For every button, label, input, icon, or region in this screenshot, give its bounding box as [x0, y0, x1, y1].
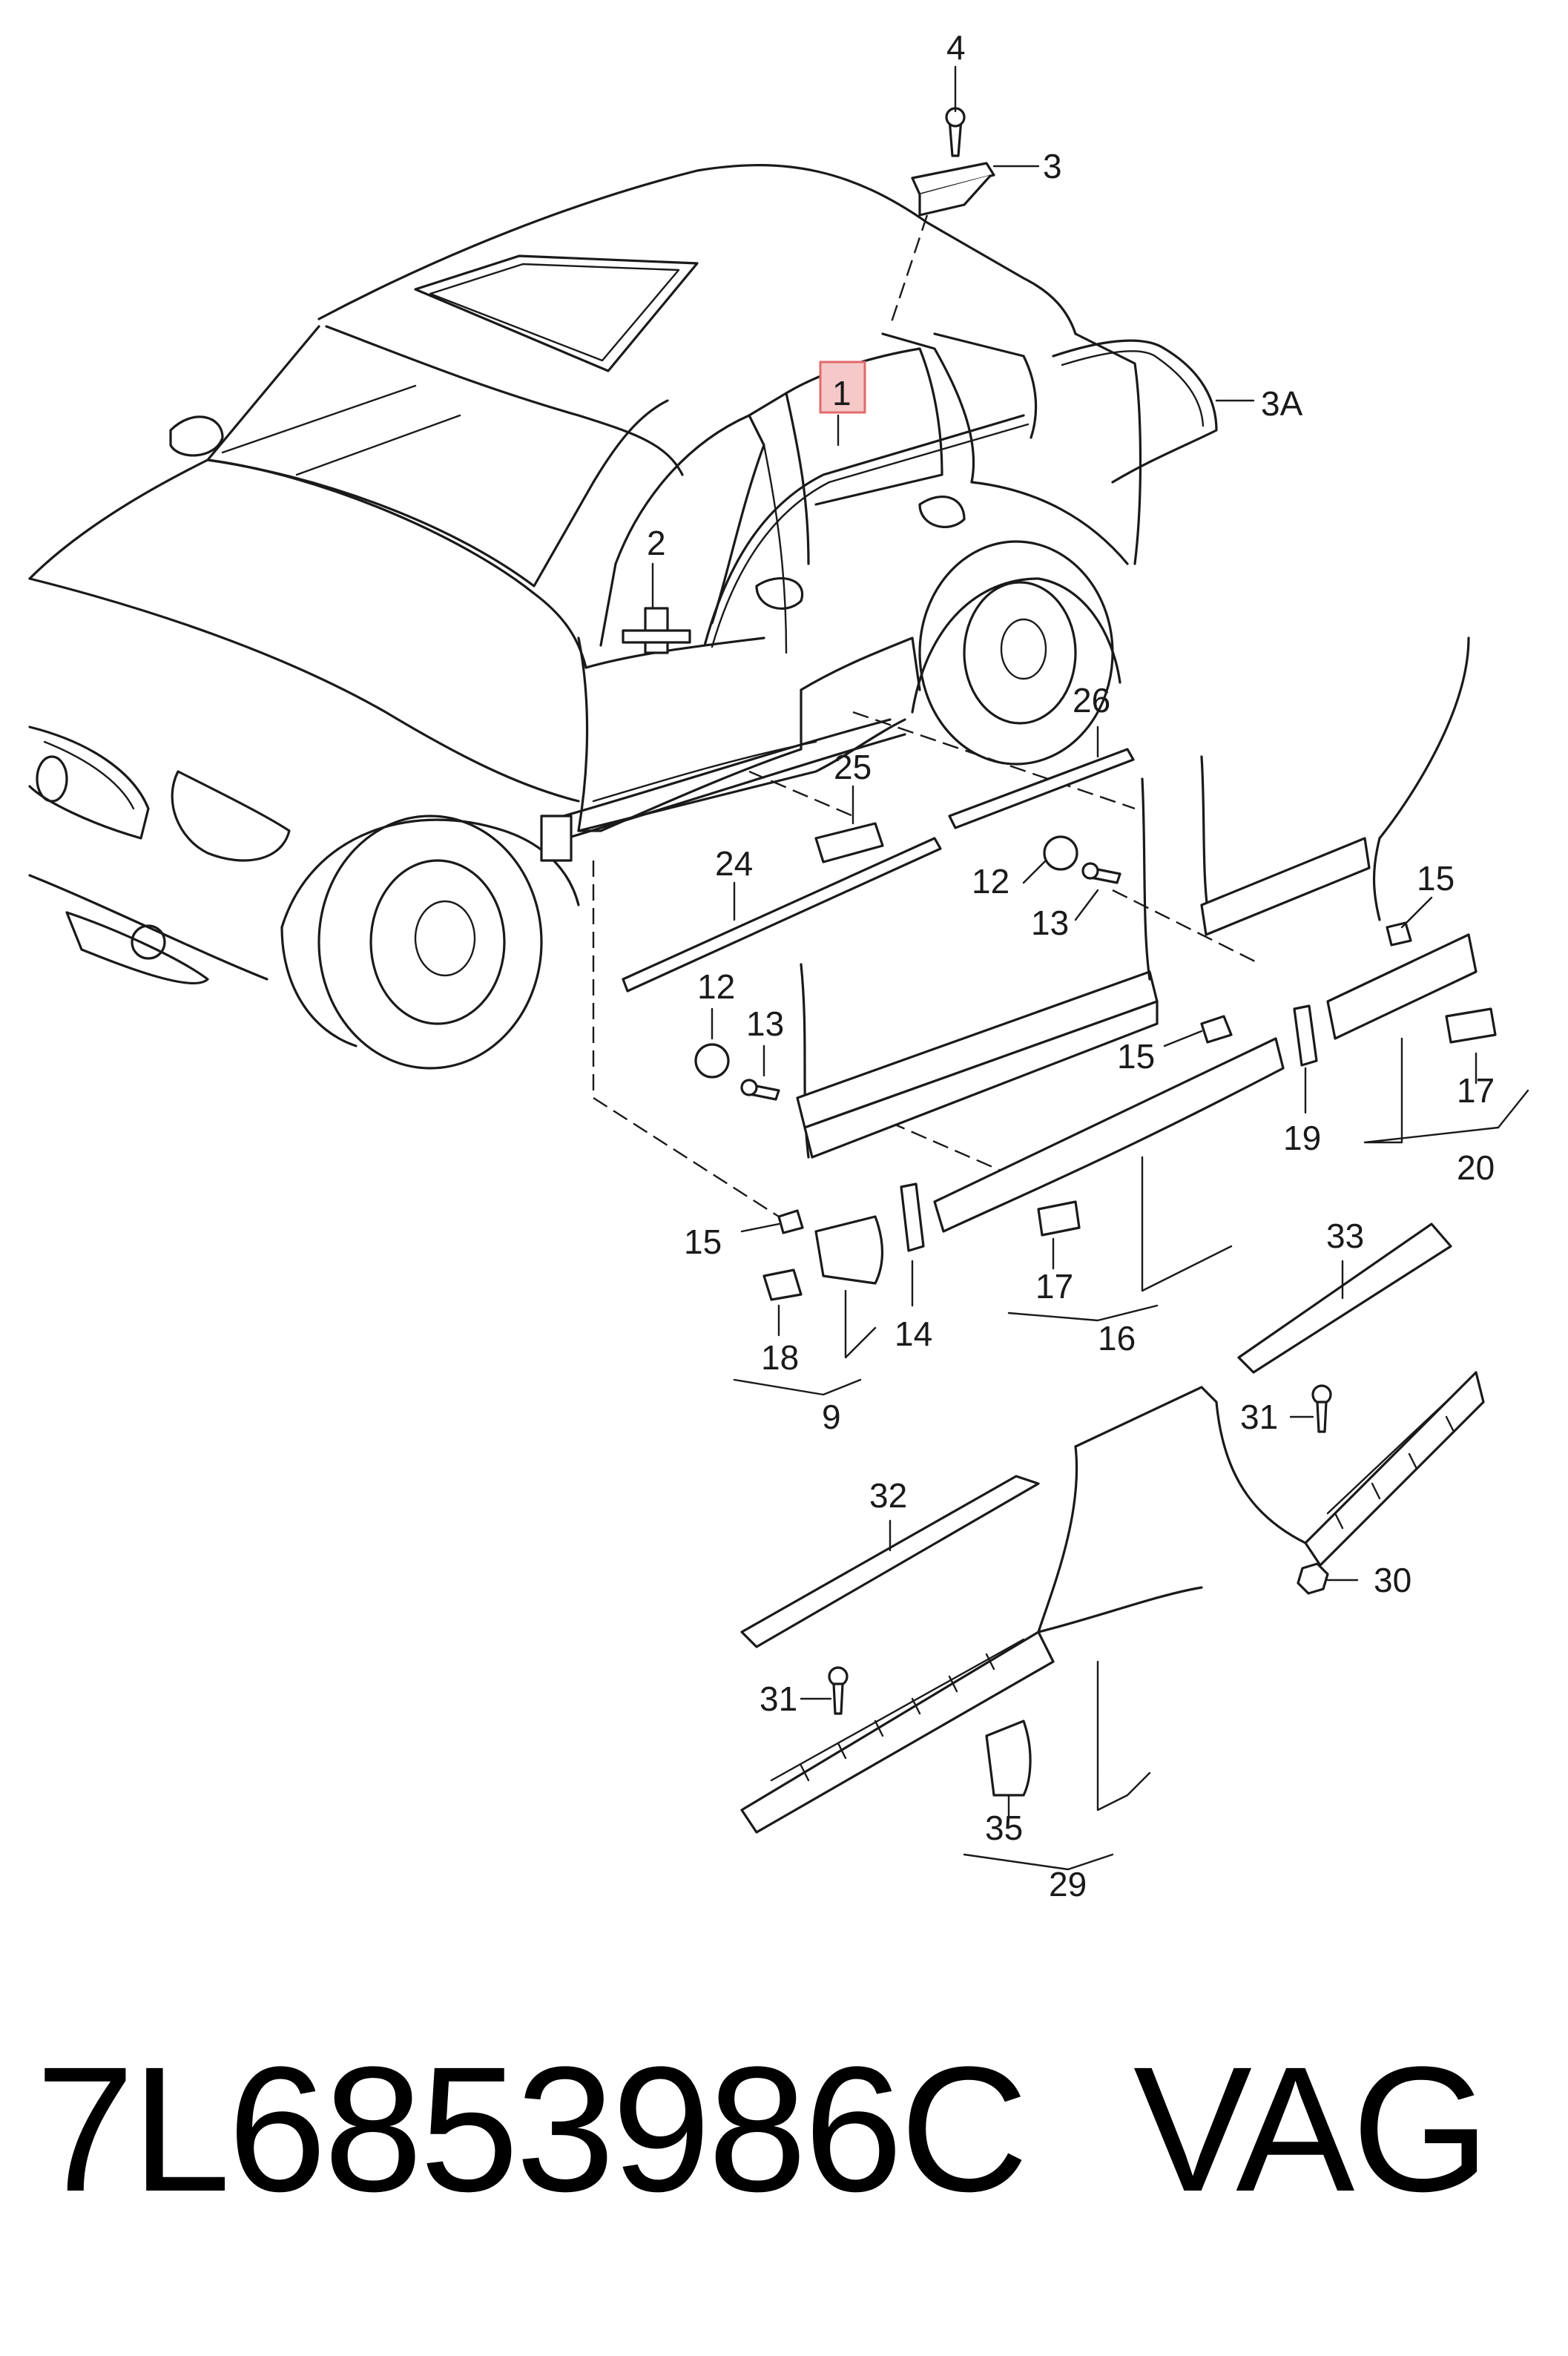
running-board-part-29 — [740, 1371, 1485, 1834]
grommet-part-12 — [694, 835, 1078, 1079]
callout-24: 24 — [715, 844, 753, 883]
exploded-parts-diagram: 1 2 3 3A 4 26 25 24 12 13 15 12 13 15 17… — [28, 28, 1529, 1903]
callout-12-upper: 12 — [972, 862, 1009, 901]
callout-25: 25 — [834, 748, 872, 786]
callout-4: 4 — [946, 28, 966, 67]
callout-32: 32 — [869, 1476, 907, 1515]
screw-part-4 — [945, 107, 966, 157]
callout-31-right: 31 — [1240, 1398, 1278, 1436]
callout-29: 29 — [1049, 1865, 1087, 1903]
moulding-part-20 — [1326, 933, 1478, 1040]
nut-part-30 — [1297, 1562, 1329, 1595]
callout-26: 26 — [1073, 681, 1110, 720]
callout-13-lower: 13 — [746, 1004, 784, 1043]
clip-part-2 — [622, 607, 691, 654]
callout-leaders — [651, 65, 1529, 1871]
end-cap-part-14 — [900, 1182, 925, 1252]
screw-part-13 — [740, 862, 1121, 1101]
callout-15-left: 15 — [684, 1223, 722, 1261]
fender-trim-part-9 — [814, 1215, 883, 1285]
callout-9: 9 — [822, 1398, 841, 1436]
callout-3: 3 — [1043, 147, 1062, 185]
car-illustration — [28, 164, 1142, 1070]
callout-31-left: 31 — [760, 1679, 797, 1718]
bracket-part-35 — [985, 1720, 1032, 1797]
callout-35: 35 — [985, 1809, 1023, 1847]
clip-part-15 — [777, 921, 1412, 1234]
callout-14: 14 — [895, 1314, 932, 1353]
end-cap-part-19 — [1293, 1004, 1318, 1067]
trim-strip-26 — [948, 748, 1135, 829]
callout-19: 19 — [1283, 1119, 1321, 1157]
clip-part-25 — [814, 822, 884, 863]
callout-18: 18 — [761, 1338, 799, 1377]
door-moulding-front — [796, 777, 1159, 1159]
bracket-part-3 — [911, 162, 995, 217]
highlight-box — [819, 361, 866, 414]
callout-15-right: 15 — [1417, 859, 1455, 898]
callout-labels: 1 2 3 3A 4 26 25 24 12 13 15 12 13 15 17… — [647, 28, 1495, 1903]
moulding-part-16 — [933, 1037, 1285, 1233]
screw-part-31 — [828, 1384, 1332, 1715]
callout-3a: 3A — [1261, 384, 1303, 423]
door-moulding-rear — [1200, 636, 1470, 936]
callout-17-lower: 17 — [1035, 1267, 1073, 1306]
part-number: 7L6853986C — [36, 2030, 1029, 2228]
sill-plate-part-33 — [1237, 1223, 1452, 1374]
trim-strip-24 — [622, 837, 942, 993]
callout-17-right: 17 — [1457, 1071, 1495, 1110]
callout-1: 1 — [832, 374, 851, 412]
callout-15-middle: 15 — [1117, 1037, 1155, 1076]
callout-20: 20 — [1457, 1148, 1495, 1187]
roof-seal-3a — [1052, 339, 1218, 484]
door-window-seal — [703, 414, 1025, 647]
sill-plate-part-32 — [740, 1475, 1040, 1648]
callout-30: 30 — [1374, 1561, 1411, 1599]
brand-name: VAG — [1133, 2030, 1490, 2228]
callout-2: 2 — [647, 524, 666, 562]
clip-part-17 — [1037, 1007, 1497, 1237]
footer: 7L6853986C VAG — [36, 2033, 1541, 2225]
clip-part-18 — [762, 1269, 803, 1301]
callout-13-upper: 13 — [1031, 904, 1069, 942]
callout-33: 33 — [1326, 1217, 1364, 1255]
callout-12-lower: 12 — [697, 967, 735, 1006]
callout-16: 16 — [1098, 1319, 1136, 1358]
